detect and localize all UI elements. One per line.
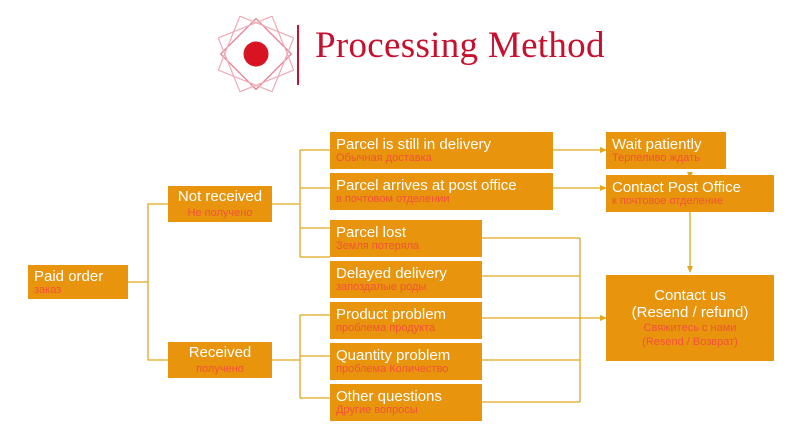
node-label-ru-line1: Свяжитесь с нами — [643, 322, 737, 335]
node-product-problem[interactable]: Product problem проблема продукта — [330, 302, 482, 339]
node-wait-patiently[interactable]: Wait patiently Терпеливо ждать — [606, 132, 726, 169]
node-parcel-in-delivery[interactable]: Parcel is still in delivery Обычная дост… — [330, 132, 553, 169]
node-label-en: Received — [188, 343, 252, 361]
node-quantity-problem[interactable]: Quantity problem проблема Количество — [330, 343, 482, 380]
node-label-en: Delayed delivery — [336, 265, 447, 282]
node-label-ru: проблема Количество — [336, 363, 449, 375]
node-label-en: Parcel arrives at post office — [336, 177, 517, 194]
page-title: Processing Method — [315, 25, 605, 66]
node-label-ru: Земля потеряла — [336, 240, 420, 252]
node-label-en-line2: (Resend / refund) — [631, 303, 749, 321]
node-parcel-post-office[interactable]: Parcel arrives at post office в почтовом… — [330, 173, 553, 210]
node-delayed-delivery[interactable]: Delayed delivery запоздалые роды — [330, 261, 482, 298]
node-label-ru: получено — [196, 362, 244, 375]
title-divider — [297, 25, 299, 85]
node-label-ru: запоздалые роды — [336, 281, 427, 293]
node-label-ru: проблема продукта — [336, 322, 436, 334]
node-label-ru: Не получено — [187, 206, 253, 219]
node-label-ru: в почтовом отделении — [336, 193, 450, 205]
node-label-en: Wait patiently — [612, 136, 702, 153]
node-label-en: Parcel is still in delivery — [336, 136, 492, 153]
node-label-en: Other questions — [336, 388, 442, 405]
node-label-ru: заказ — [34, 283, 62, 296]
node-label-en: Paid order — [34, 267, 104, 285]
diamond-red-dot-logo-icon — [218, 16, 294, 92]
page-header: Processing Method — [0, 0, 800, 110]
node-label-ru: Терпеливо ждать — [612, 152, 700, 164]
node-label-en: Parcel lost — [336, 224, 407, 241]
node-label-ru: к почтовое отделение — [612, 195, 724, 207]
node-not-received[interactable]: Not received Не получено — [168, 186, 272, 222]
node-label-en-line1: Contact us — [654, 286, 726, 304]
node-label-en: Not received — [177, 187, 263, 205]
node-contact-post-office[interactable]: Contact Post Office к почтовое отделение — [606, 175, 774, 212]
node-received[interactable]: Received получено — [168, 342, 272, 378]
node-label-en: Product problem — [336, 306, 447, 323]
node-parcel-lost[interactable]: Parcel lost Земля потеряла — [330, 220, 482, 257]
node-label-en: Contact Post Office — [612, 179, 741, 196]
node-paid-order[interactable]: Paid order заказ — [28, 265, 128, 299]
node-label-ru-line2: (Resend / Возврат) — [642, 335, 738, 348]
node-label-ru: Обычная доставка — [336, 152, 432, 164]
node-label-en: Quantity problem — [336, 347, 451, 364]
node-label-ru: Другие вопросы — [336, 404, 418, 416]
node-contact-us[interactable]: Contact us (Resend / refund) Свяжитесь с… — [606, 275, 774, 361]
node-other-questions[interactable]: Other questions Другие вопросы — [330, 384, 482, 421]
